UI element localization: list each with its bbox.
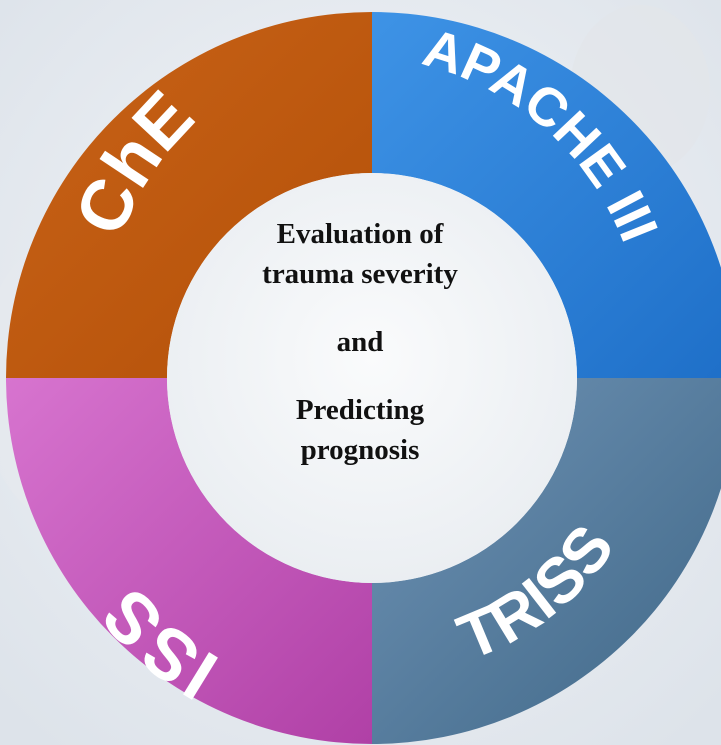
segment-triss xyxy=(372,378,721,744)
center-circle xyxy=(167,173,577,583)
center-line-3: and xyxy=(336,326,384,358)
segment-che xyxy=(6,12,372,378)
segment-iss xyxy=(6,378,372,744)
center-line-1: Evaluation of xyxy=(276,218,444,250)
center-line-4: Predicting xyxy=(295,394,425,426)
center-line-2: trauma severity xyxy=(262,258,458,290)
center-line-5: prognosis xyxy=(300,434,420,466)
segment-apache xyxy=(372,12,721,378)
center-text: Evaluation of trauma severity and Predic… xyxy=(200,214,520,470)
